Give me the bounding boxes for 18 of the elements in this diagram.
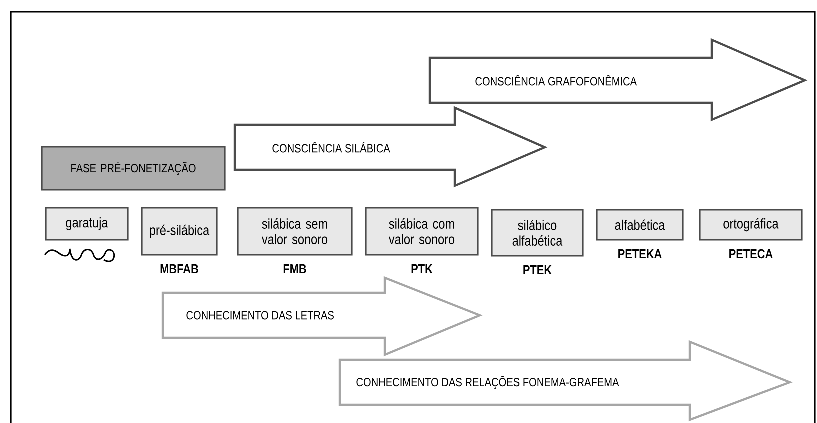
code-label: MBFAB xyxy=(160,264,198,274)
code-label: FMB xyxy=(284,264,306,274)
phase-banner: CONHECIMENTO DAS RELAÇÕES FONEMA-GRAFEMA xyxy=(338,340,794,422)
code-label: PTK xyxy=(412,264,433,274)
stage-box: silábica sem valor sonoro xyxy=(237,207,353,256)
stage-box: ortográfica xyxy=(699,209,803,241)
code-label: PETECA xyxy=(730,249,773,259)
phase-banner: CONSCIÊNCIA GRAFOFONÊMICA xyxy=(428,38,808,122)
stage-box: FASE PRÉ-FONETIZAÇÃO xyxy=(41,146,226,191)
phase-banner: CONHECIMENTO DAS LETRAS xyxy=(162,276,483,357)
stage-box: alfabética xyxy=(596,209,684,241)
stage-box: silábico alfabética xyxy=(491,209,584,257)
code-label: PTEK xyxy=(524,266,552,274)
stage-box: garatuja xyxy=(45,207,129,241)
stage-box: pré-silábica xyxy=(141,207,218,256)
stage-box: silábica com valor sonoro xyxy=(365,207,479,256)
code-label: PETEKA xyxy=(618,250,662,258)
phase-banner: CONSCIÊNCIA SILÁBICA xyxy=(234,106,548,188)
